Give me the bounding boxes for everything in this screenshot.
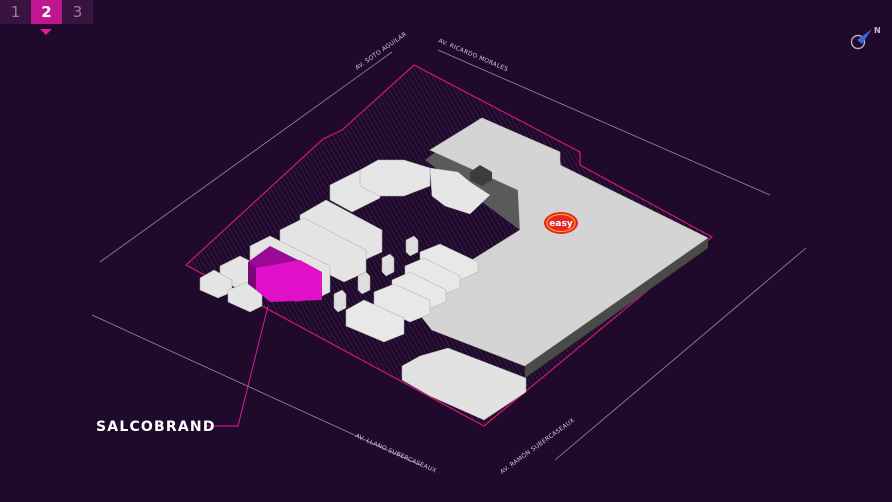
floor-tab-2[interactable]: 2 (31, 0, 62, 24)
shop-row-central[interactable] (345, 243, 479, 343)
shop-block-south[interactable] (401, 347, 527, 421)
anchor-store-building[interactable] (405, 117, 709, 378)
svg-text:easy: easy (549, 219, 573, 229)
street-label-soto-aguilar: AV. SOTO AGUILAR (354, 31, 408, 72)
street-label-ramon-subercaseaux: AV. RAMÓN SUBERCASEAUX (499, 417, 576, 476)
easy-logo: easy (544, 212, 578, 234)
salcobrand-store[interactable] (248, 246, 322, 302)
street-label-llano-subercaseaux: AV. LLANO SUBERCASEAUX (354, 432, 437, 474)
floor-tab-1[interactable]: 1 (0, 0, 31, 24)
shop-row-north[interactable] (329, 159, 491, 215)
store-label-leader (207, 305, 269, 427)
street-lines (91, 49, 807, 466)
active-floor-caret-icon (40, 29, 52, 35)
salcobrand-label[interactable]: SALCOBRAND (96, 419, 216, 435)
compass-north-label: N (874, 26, 881, 35)
compass-icon[interactable]: N (850, 26, 881, 50)
kiosk (470, 165, 492, 186)
floor-tab-3[interactable]: 3 (62, 0, 93, 24)
pillars (333, 235, 419, 313)
floor-selector: 1 2 3 (0, 0, 93, 24)
street-label-ricardo-morales: AV. RICARDO MORALES (437, 37, 509, 73)
